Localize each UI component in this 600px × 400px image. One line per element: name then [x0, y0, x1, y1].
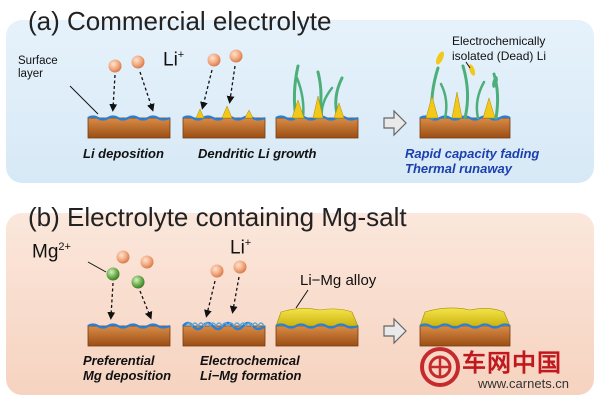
- mg-ion-label: Mg2+: [32, 241, 71, 263]
- mg-label-text: Mg: [32, 241, 59, 263]
- ion-path-arrows-a: [109, 65, 236, 112]
- surface-layer-label: Surface layer: [18, 55, 58, 81]
- transition-arrow-a: [383, 109, 407, 137]
- mg-ion-leader: [87, 261, 107, 273]
- caption-li-mg-formation-line2: Li−Mg formation: [200, 368, 302, 383]
- caption-result-a-line2: Thermal runaway: [405, 161, 512, 176]
- caption-li-deposition: Li deposition: [83, 146, 164, 161]
- li-ion: [233, 260, 247, 274]
- caption-dendritic-growth: Dendritic Li growth: [198, 146, 317, 161]
- caption-mg-deposition: Preferential Mg deposition: [83, 353, 171, 383]
- li-ion: [108, 59, 122, 73]
- surface-layer-label-line1: Surface: [18, 55, 58, 67]
- dead-li-label-line2: isolated (Dead) Li: [452, 49, 547, 63]
- watermark-logo: [420, 347, 460, 387]
- li-ion-label-b: Li+: [230, 237, 251, 259]
- li-ion: [207, 53, 221, 67]
- substrate-b2: [182, 321, 266, 347]
- li-ion-label-a: Li+: [163, 49, 184, 71]
- substrate-a2: [182, 105, 266, 139]
- li-label-sup: +: [177, 49, 185, 61]
- dendrites-a3: [291, 64, 345, 120]
- substrate-a1: [87, 115, 171, 139]
- caption-mg-deposition-line1: Preferential: [83, 353, 155, 368]
- li-label-text-b: Li: [230, 237, 245, 259]
- mg-ion: [131, 275, 145, 289]
- substrate-b3: [275, 308, 359, 347]
- li-ion: [229, 49, 243, 63]
- panel-a-title: (a) Commercial electrolyte: [28, 6, 332, 36]
- transition-arrow-b: [383, 317, 407, 345]
- substrate-b4: [419, 307, 511, 347]
- alloy-label: Li−Mg alloy: [300, 272, 377, 289]
- watermark-url: www.carnets.cn: [478, 376, 570, 391]
- substrate-a4: [419, 115, 511, 139]
- panel-commercial-electrolyte: [6, 20, 594, 183]
- li-label-text: Li: [163, 49, 178, 71]
- substrate-a3: [275, 115, 359, 139]
- alloy-leader: [295, 289, 309, 309]
- mg-ion: [106, 267, 120, 281]
- caption-mg-deposition-line2: Mg deposition: [83, 368, 172, 383]
- watermark-site-cn: 车网中国: [462, 350, 562, 377]
- surface-layer-label-line2: layer: [18, 68, 43, 80]
- surface-layer-leader: [69, 85, 99, 115]
- dead-li-leader: [465, 61, 471, 69]
- dead-li-label-line1: Electrochemically: [452, 34, 546, 48]
- panel-mg-salt-electrolyte: [6, 213, 594, 395]
- dead-li-label: Electrochemically isolated (Dead) Li: [452, 34, 546, 64]
- caption-result-a-line1: Rapid capacity fading: [405, 146, 540, 161]
- li-ion: [140, 255, 154, 269]
- caption-li-mg-formation: Electrochemical Li−Mg formation: [200, 353, 301, 383]
- caption-li-mg-formation-line1: Electrochemical: [200, 353, 300, 368]
- mg-label-sup: 2+: [58, 241, 71, 253]
- substrate-b1: [87, 323, 171, 347]
- li-label-sup-b: +: [244, 237, 252, 249]
- ion-path-arrows-b: [107, 276, 240, 320]
- li-ion: [131, 55, 145, 69]
- caption-result-a: Rapid capacity fading Thermal runaway: [405, 146, 539, 176]
- panel-b-title: (b) Electrolyte containing Mg-salt: [28, 202, 407, 232]
- dead-li-dendrites: [425, 51, 500, 120]
- li-ion: [116, 250, 130, 264]
- li-ion: [210, 264, 224, 278]
